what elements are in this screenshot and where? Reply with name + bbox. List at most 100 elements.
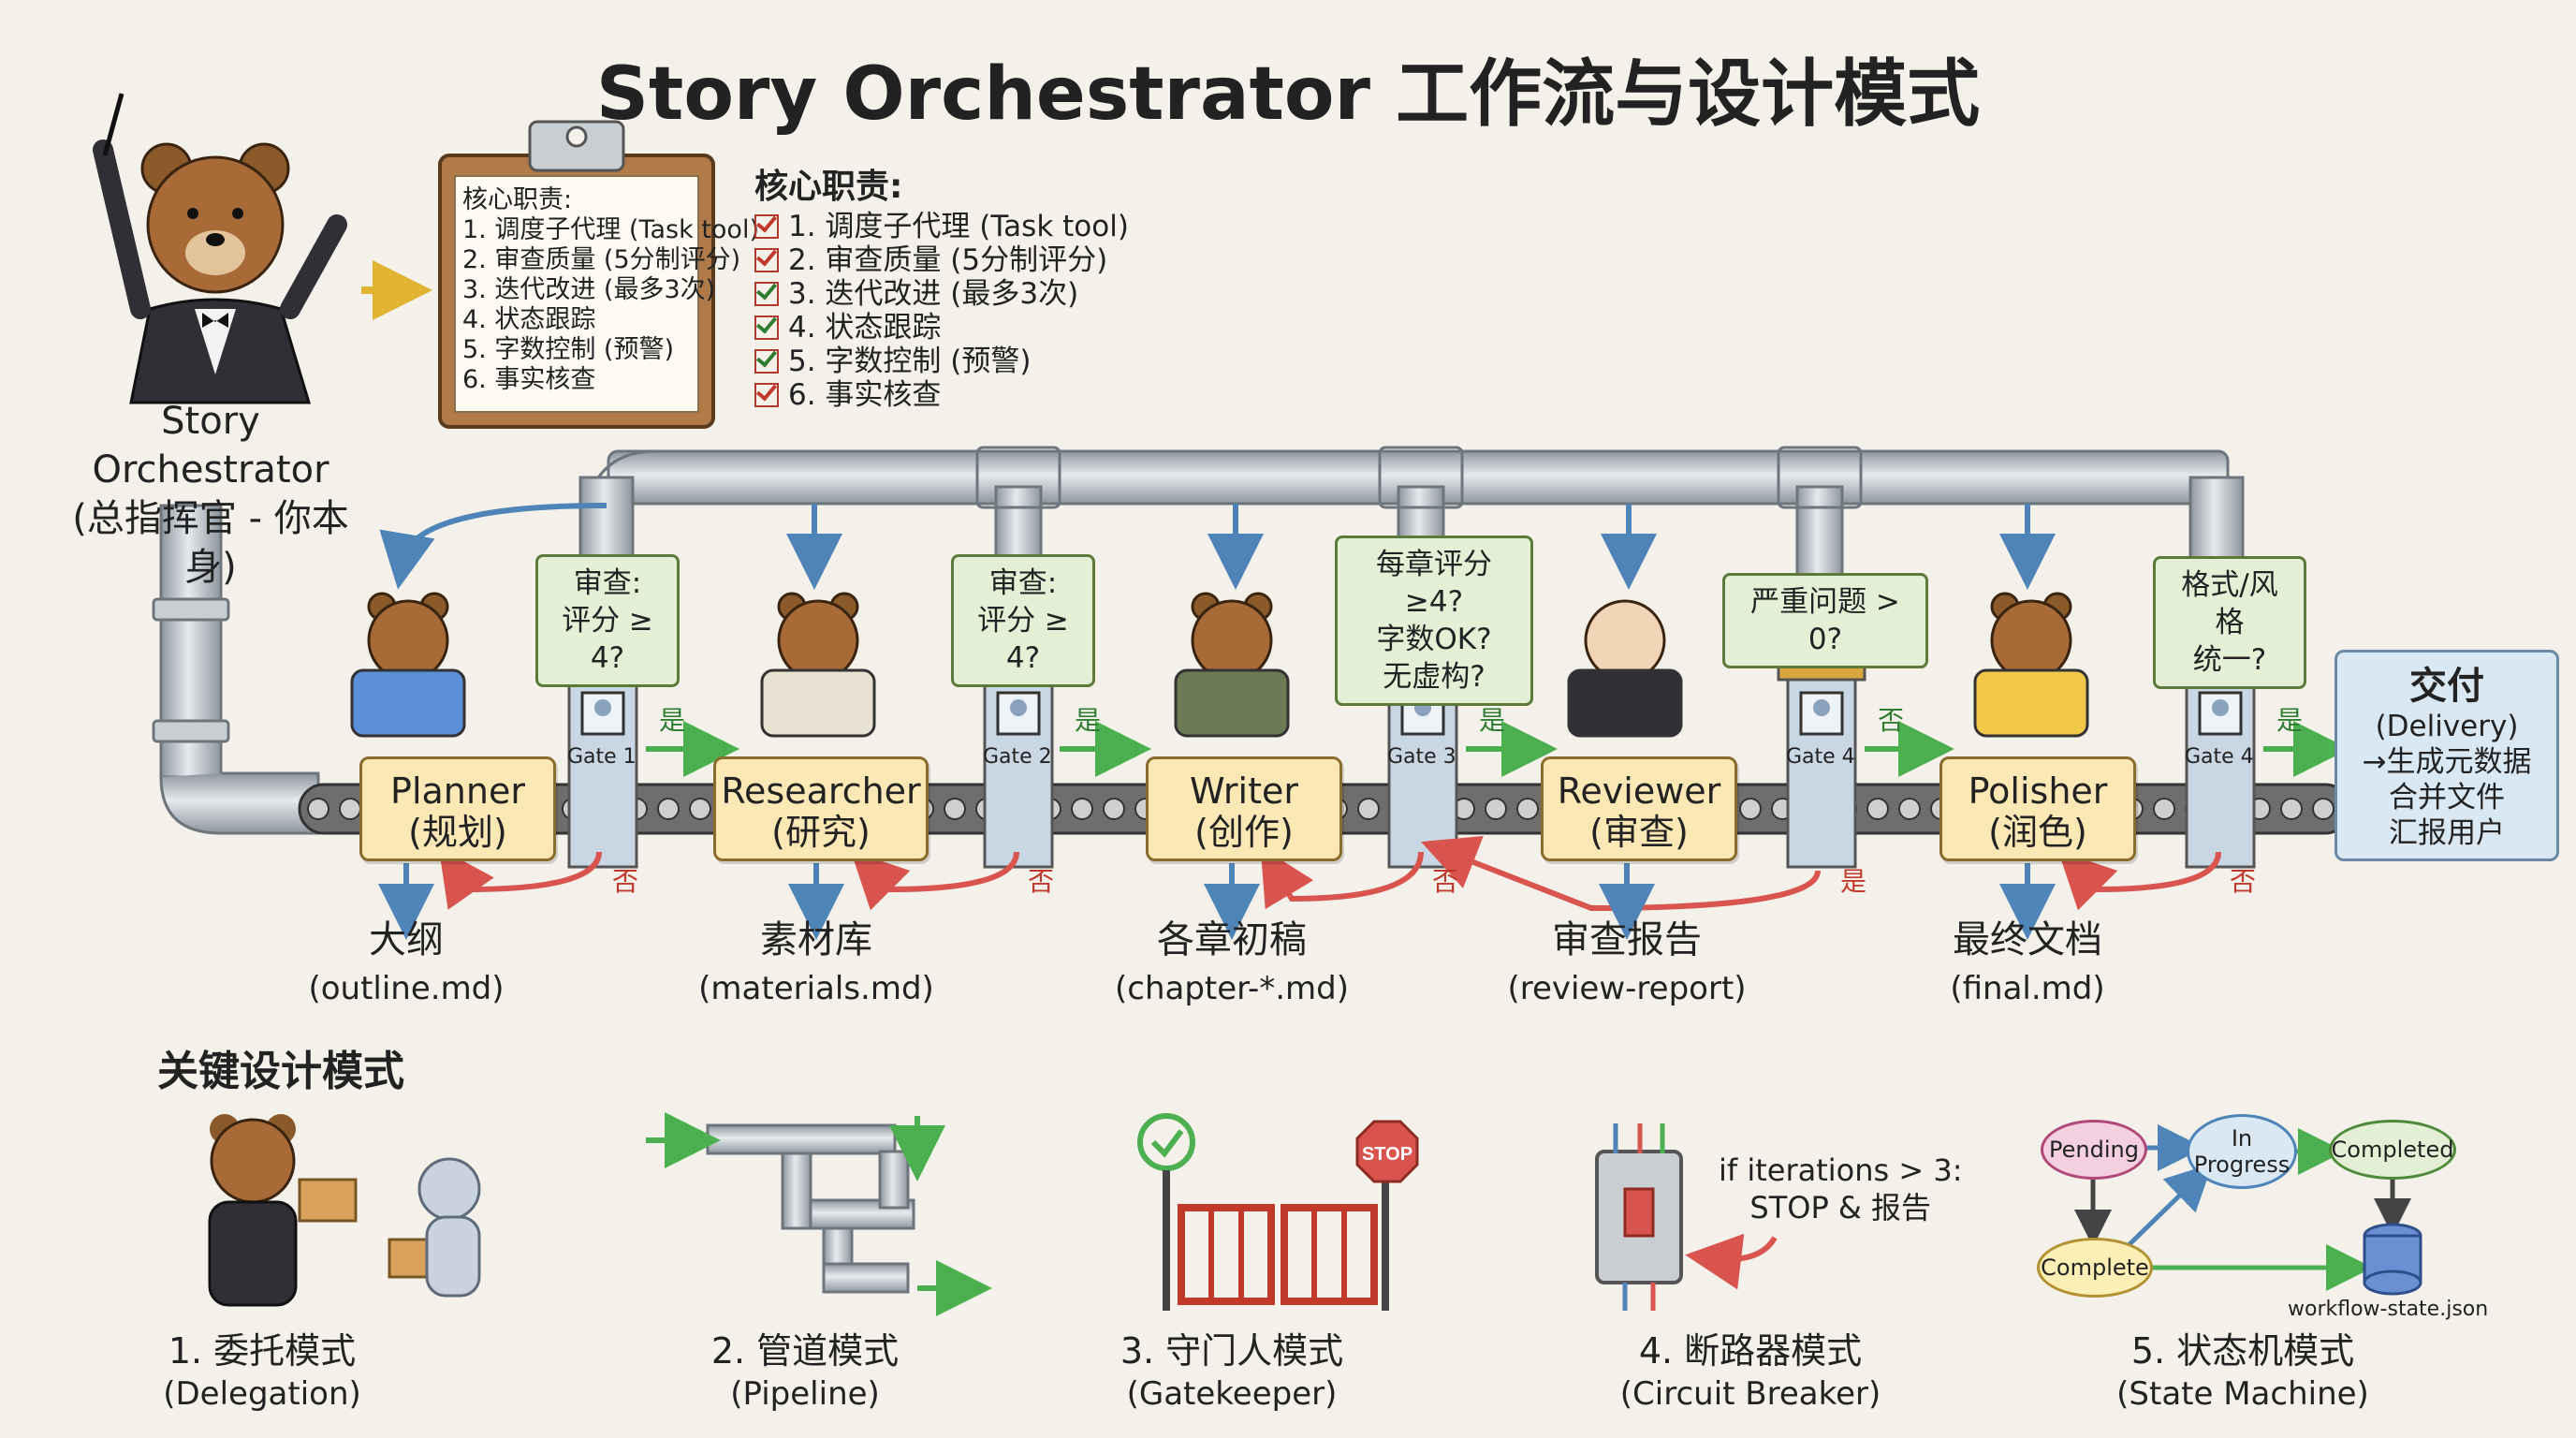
clipboard-item: 5. 字数控制 (预警) [462,335,674,364]
clipboard-item: 4. 状态跟踪 [462,305,596,334]
responsibility-item: 5. 字数控制 (预警) [754,345,1129,378]
output-file: (chapter-*.md) [1114,970,1350,1007]
gate-fail-label: 是 [1840,866,1867,897]
polisher-bear-icon [1973,592,2089,738]
pipeline-icon [646,1112,992,1316]
checkbox-icon [754,349,779,374]
checkbox-icon [754,248,779,272]
belt-roller [1103,798,1125,820]
circuit-note-line: STOP & 报告 [1749,1190,1932,1225]
gate-question-line: 每章评分≥4? [1376,548,1492,619]
stage-name-cn: (研究) [771,812,871,853]
pattern-name-cn: 4. 断路器模式 [1638,1330,1863,1372]
checkbox-icon [754,214,779,239]
orchestrator-name-cn: (总指挥官 - 你本身) [72,497,349,589]
planner-bear-icon [350,592,466,738]
clipboard-heading: 核心职责: [462,185,573,214]
responsibility-item: 3. 迭代改进 (最多3次) [754,277,1129,311]
stage-name-cn: (润色) [1988,812,2087,853]
inflow-arrows [379,503,2056,590]
clipboard-icon [438,120,715,429]
stage-name-en: Reviewer [1557,770,1721,812]
stage-name-cn: (创作) [1194,812,1294,853]
fail-loop-arrow [1260,846,1424,910]
stage-name-en: Polisher [1968,770,2108,812]
pattern-name-cn: 3. 守门人模式 [1120,1330,1344,1372]
pattern-name-en: (Gatekeeper) [1126,1375,1338,1413]
gate-question-line: 评分 ≥ 4? [562,604,653,675]
responsibility-text: 5. 字数控制 (预警) [788,345,1032,378]
belt-roller [2153,798,2175,820]
stage-box: Planner(规划) [359,756,556,861]
delivery-line: →生成元数据 [2362,745,2532,779]
delivery-line: 合并文件 [2389,781,2505,814]
output-name-cn: 最终文档 [1953,918,2102,961]
belt-roller [944,798,966,820]
output-name-cn: 审查报告 [1552,918,1702,961]
belt-roller [307,798,329,820]
gate-pass-label: 否 [1878,705,1905,736]
responsibility-text: 4. 状态跟踪 [788,311,942,345]
gate-question-line: 字数OK? [1376,623,1492,656]
checkbox-icon [754,315,779,340]
responsibilities-heading: 核心职责: [754,168,903,206]
pattern-name-cn: 2. 管道模式 [710,1330,900,1372]
belt-roller [1071,798,1093,820]
stage-box: Researcher(研究) [713,756,929,861]
gate-label: Gate 4 [2185,745,2254,769]
circuit-breaker-note: if iterations > 3: STOP & 报告 [1719,1152,1962,1226]
gate-question: 审查:评分 ≥ 4? [951,554,1095,687]
output-file: (materials.md) [698,970,934,1007]
gate-label: Gate 3 [1387,745,1456,769]
writer-bear-icon [1174,592,1290,738]
gate-question: 每章评分≥4?字数OK?无虚构? [1335,536,1533,706]
reviewer-icon [1567,599,1683,738]
fail-loop-arrow [2057,850,2221,911]
belt-roller [1898,798,1921,820]
stage-box: Polisher(润色) [1939,756,2136,861]
belt-roller [1739,798,1762,820]
gate-label: Gate 2 [983,745,1052,769]
belt-roller [2280,798,2303,820]
page-title: Story Orchestrator 工作流与设计模式 [595,52,1981,137]
stage-name-cn: (规划) [408,812,507,853]
pattern-name-en: (Delegation) [163,1375,361,1413]
gate-pass-label: 是 [2276,705,2304,736]
belt-roller [2312,798,2334,820]
pattern-name-en: (Circuit Breaker) [1619,1375,1881,1413]
gate-question: 审查:评分 ≥ 4? [535,554,680,687]
gate-label: Gate 1 [567,745,637,769]
clipboard-item: 3. 迭代改进 (最多3次) [462,275,716,304]
gate-question-line: 统一? [2192,643,2267,677]
belt-roller [689,798,711,820]
stage-name-en: Planner [390,770,525,812]
clipboard-item: 1. 调度子代理 (Task tool) [462,215,759,244]
state-pending: Pending [2041,1120,2147,1180]
gate-pass-label: 是 [1479,705,1506,736]
gate-fail-label: 否 [1028,866,1055,897]
circuit-breaker-icon [1595,1123,1778,1311]
gate-fail-label: 否 [612,866,639,897]
stage-name-cn: (审查) [1589,812,1689,853]
delegation-icon [208,1114,481,1307]
belt-roller [1866,798,1889,820]
gate-pass-label: 是 [659,705,686,736]
responsibility-text: 1. 调度子代理 (Task tool) [788,210,1129,243]
output-file: (review-report) [1507,970,1747,1007]
gate-label: Gate 4 [1786,745,1855,769]
pattern-state-machine: 5. 状态机模式 (State Machine) [2056,1329,2430,1416]
stage-box: Writer(创作) [1146,756,1342,861]
responsibility-item: 1. 调度子代理 (Task tool) [754,210,1129,243]
responsibilities-list: 核心职责: 1. 调度子代理 (Task tool)2. 审查质量 (5分制评分… [754,170,1129,412]
gate-post-icon [558,663,648,869]
delivery-line: (Delivery) [2375,710,2519,743]
belt-roller [1357,798,1380,820]
delivery-title: 交付 [2409,665,2484,708]
state-file-label: workflow-state.json [2288,1298,2489,1321]
fail-loop-arrow [850,850,1019,911]
gate-question: 格式/风格统一? [2153,556,2306,689]
gate-fail-label: 否 [1432,866,1459,897]
responsibility-item: 2. 审查质量 (5分制评分) [754,243,1129,277]
state-machine-icon [2074,1124,2422,1296]
fail-loop-arrow [438,847,602,910]
